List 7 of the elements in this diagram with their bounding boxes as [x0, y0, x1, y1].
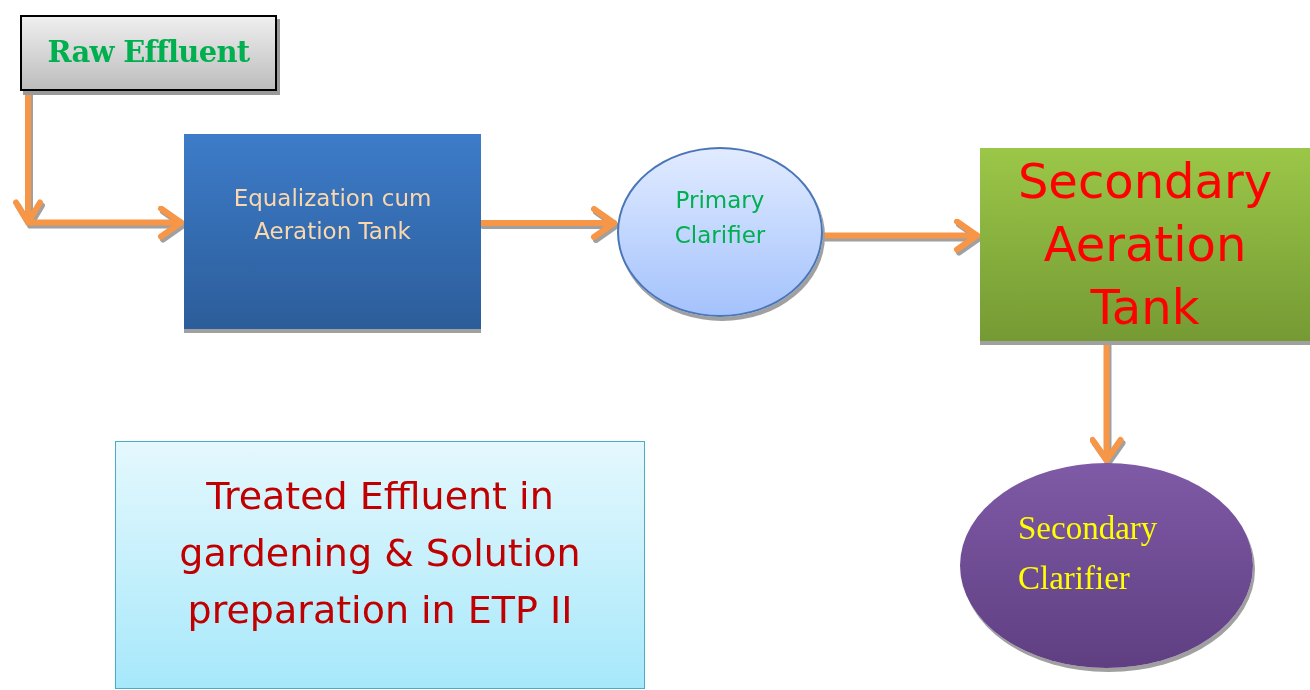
node-label: Secondary Aeration Tank	[1016, 152, 1274, 337]
node-label: Secondary Clarifier	[1018, 509, 1159, 598]
node-label: Primary Clarifier	[673, 186, 767, 250]
outcome-box	[115, 441, 645, 689]
node-label: Equalization cum Aeration Tank	[232, 184, 433, 246]
node-label: Treated Effluent in gardening & Solution preparation in ETP II	[178, 473, 582, 634]
node-label: Raw Effluent	[47, 34, 250, 72]
